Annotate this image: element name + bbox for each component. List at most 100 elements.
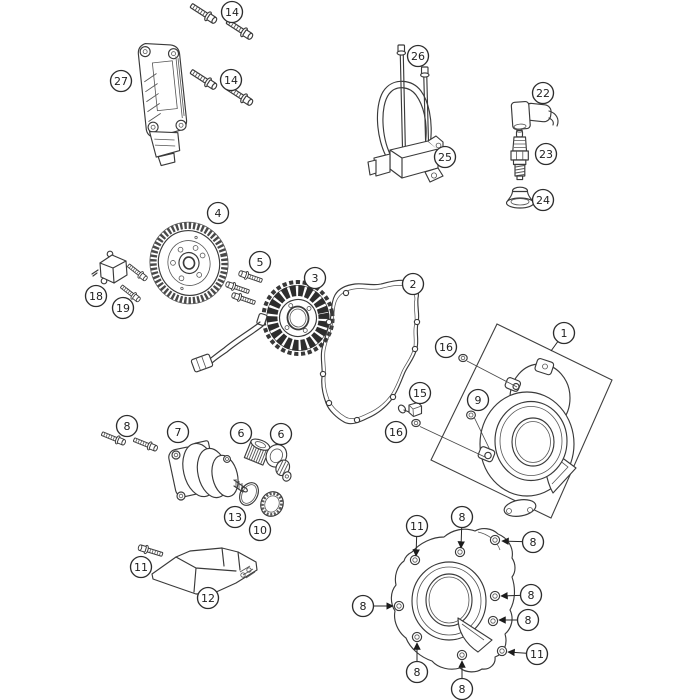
callout-24-7[interactable]: 24 — [531, 188, 555, 212]
callout-balloon[interactable] — [525, 642, 549, 666]
callout-12-26[interactable]: 12 — [196, 586, 220, 610]
callout-balloon[interactable] — [401, 272, 425, 296]
callout-balloon[interactable] — [521, 530, 545, 554]
cover-bolt-heads — [393, 534, 508, 661]
callout-number: 9 — [475, 394, 482, 407]
callout-number: 8 — [528, 589, 535, 602]
callout-10-24[interactable]: 10 — [248, 518, 272, 542]
callout-8-30[interactable]: 8 — [500, 583, 543, 607]
callout-balloon[interactable] — [223, 505, 247, 529]
callout-8-34[interactable]: 8 — [405, 642, 429, 684]
callout-1-14[interactable]: 1 — [550, 321, 576, 352]
outer-cover-drawing — [390, 528, 516, 673]
callout-14-1[interactable]: 14 — [219, 68, 243, 92]
part-12-guard-bracket-drawing — [151, 547, 258, 595]
callout-number: 18 — [89, 290, 103, 303]
callout-19-11[interactable]: 19 — [111, 296, 135, 320]
callout-balloon[interactable] — [248, 250, 272, 274]
callout-balloon[interactable] — [166, 420, 190, 444]
callout-9-16[interactable]: 9 — [466, 388, 490, 412]
part-25-ignition-coil-drawing — [367, 80, 444, 183]
callout-16-15[interactable]: 16 — [434, 335, 458, 359]
callout-2-13[interactable]: 2 — [401, 272, 425, 296]
callout-balloon[interactable] — [84, 284, 108, 308]
callout-balloon[interactable] — [531, 188, 555, 212]
callout-8-19[interactable]: 8 — [115, 414, 139, 438]
callout-number: 12 — [201, 592, 215, 605]
part-16-screw-bottom-drawing — [411, 418, 421, 428]
callout-number: 14 — [224, 74, 238, 87]
callout-16-18[interactable]: 16 — [384, 420, 408, 444]
callout-balloon[interactable] — [196, 586, 220, 610]
callout-6-21[interactable]: 6 — [229, 421, 253, 445]
callout-8-28[interactable]: 8 — [450, 505, 474, 549]
callout-14-0[interactable]: 14 — [220, 0, 244, 24]
callout-number: 1 — [561, 327, 568, 340]
callout-balloon[interactable] — [405, 514, 429, 538]
callout-balloon[interactable] — [351, 594, 375, 618]
callout-balloon[interactable] — [109, 69, 133, 93]
callout-number: 8 — [525, 614, 532, 627]
callout-26-3[interactable]: 26 — [406, 44, 430, 68]
callout-25-4[interactable]: 25 — [433, 145, 457, 169]
callout-balloon[interactable] — [269, 422, 293, 446]
callout-6-22[interactable]: 6 — [269, 422, 293, 446]
callout-number: 13 — [228, 511, 242, 524]
callout-balloon[interactable] — [248, 518, 272, 542]
callout-balloon[interactable] — [115, 414, 139, 438]
callout-11-25[interactable]: 11 — [129, 555, 153, 579]
part-27-control-unit-drawing — [137, 42, 188, 167]
callout-number: 15 — [413, 387, 427, 400]
part-3-stator-drawing — [190, 280, 335, 373]
callout-number: 16 — [439, 341, 453, 354]
callout-balloon[interactable] — [516, 608, 540, 632]
callout-7-20[interactable]: 7 — [166, 420, 190, 444]
callout-balloon[interactable] — [534, 142, 558, 166]
callout-balloon[interactable] — [303, 266, 327, 290]
part-6-drive-gears-drawing — [243, 438, 292, 482]
part-13-o-ring-drawing — [239, 482, 259, 506]
callout-balloon[interactable] — [111, 296, 135, 320]
callout-27-2[interactable]: 27 — [109, 69, 133, 93]
callout-balloon[interactable] — [206, 201, 230, 225]
part-14-screws-drawing — [187, 0, 256, 109]
callout-3-12[interactable]: 3 — [303, 266, 327, 290]
callout-23-6[interactable]: 23 — [534, 142, 558, 166]
callout-number: 4 — [215, 207, 222, 220]
callout-5-9[interactable]: 5 — [248, 250, 272, 274]
callout-balloon[interactable] — [434, 335, 458, 359]
callout-8-31[interactable]: 8 — [498, 608, 540, 632]
callout-8-29[interactable]: 8 — [501, 530, 545, 554]
callout-balloon[interactable] — [229, 421, 253, 445]
callout-15-17[interactable]: 15 — [408, 381, 432, 405]
callout-number: 6 — [278, 428, 285, 441]
callout-balloon[interactable] — [129, 555, 153, 579]
callout-balloon[interactable] — [531, 81, 555, 105]
callout-balloon[interactable] — [519, 583, 543, 607]
callout-balloon[interactable] — [552, 321, 576, 345]
callout-22-5[interactable]: 22 — [531, 81, 555, 105]
callout-8-33[interactable]: 8 — [351, 594, 394, 618]
callout-number: 5 — [257, 256, 264, 269]
callout-balloon[interactable] — [405, 660, 429, 684]
callout-4-8[interactable]: 4 — [206, 201, 230, 225]
callout-18-10[interactable]: 18 — [84, 284, 108, 308]
callout-balloon[interactable] — [406, 44, 430, 68]
callout-balloon[interactable] — [384, 420, 408, 444]
part-10-collar-drawing — [260, 491, 284, 517]
callout-13-23[interactable]: 13 — [223, 505, 247, 529]
callout-number: 8 — [360, 600, 367, 613]
callout-balloon[interactable] — [219, 68, 243, 92]
callout-balloon[interactable] — [220, 0, 244, 24]
callout-balloon[interactable] — [408, 381, 432, 405]
part-2-gasket-drawing — [319, 279, 421, 425]
callout-balloon[interactable] — [450, 505, 474, 529]
callout-number: 8 — [414, 666, 421, 679]
callout-balloon[interactable] — [433, 145, 457, 169]
callout-11-27[interactable]: 11 — [405, 514, 429, 557]
callout-balloon[interactable] — [466, 388, 490, 412]
callout-leader-line — [412, 536, 420, 557]
callout-number: 8 — [459, 511, 466, 524]
callout-11-32[interactable]: 11 — [507, 642, 549, 666]
